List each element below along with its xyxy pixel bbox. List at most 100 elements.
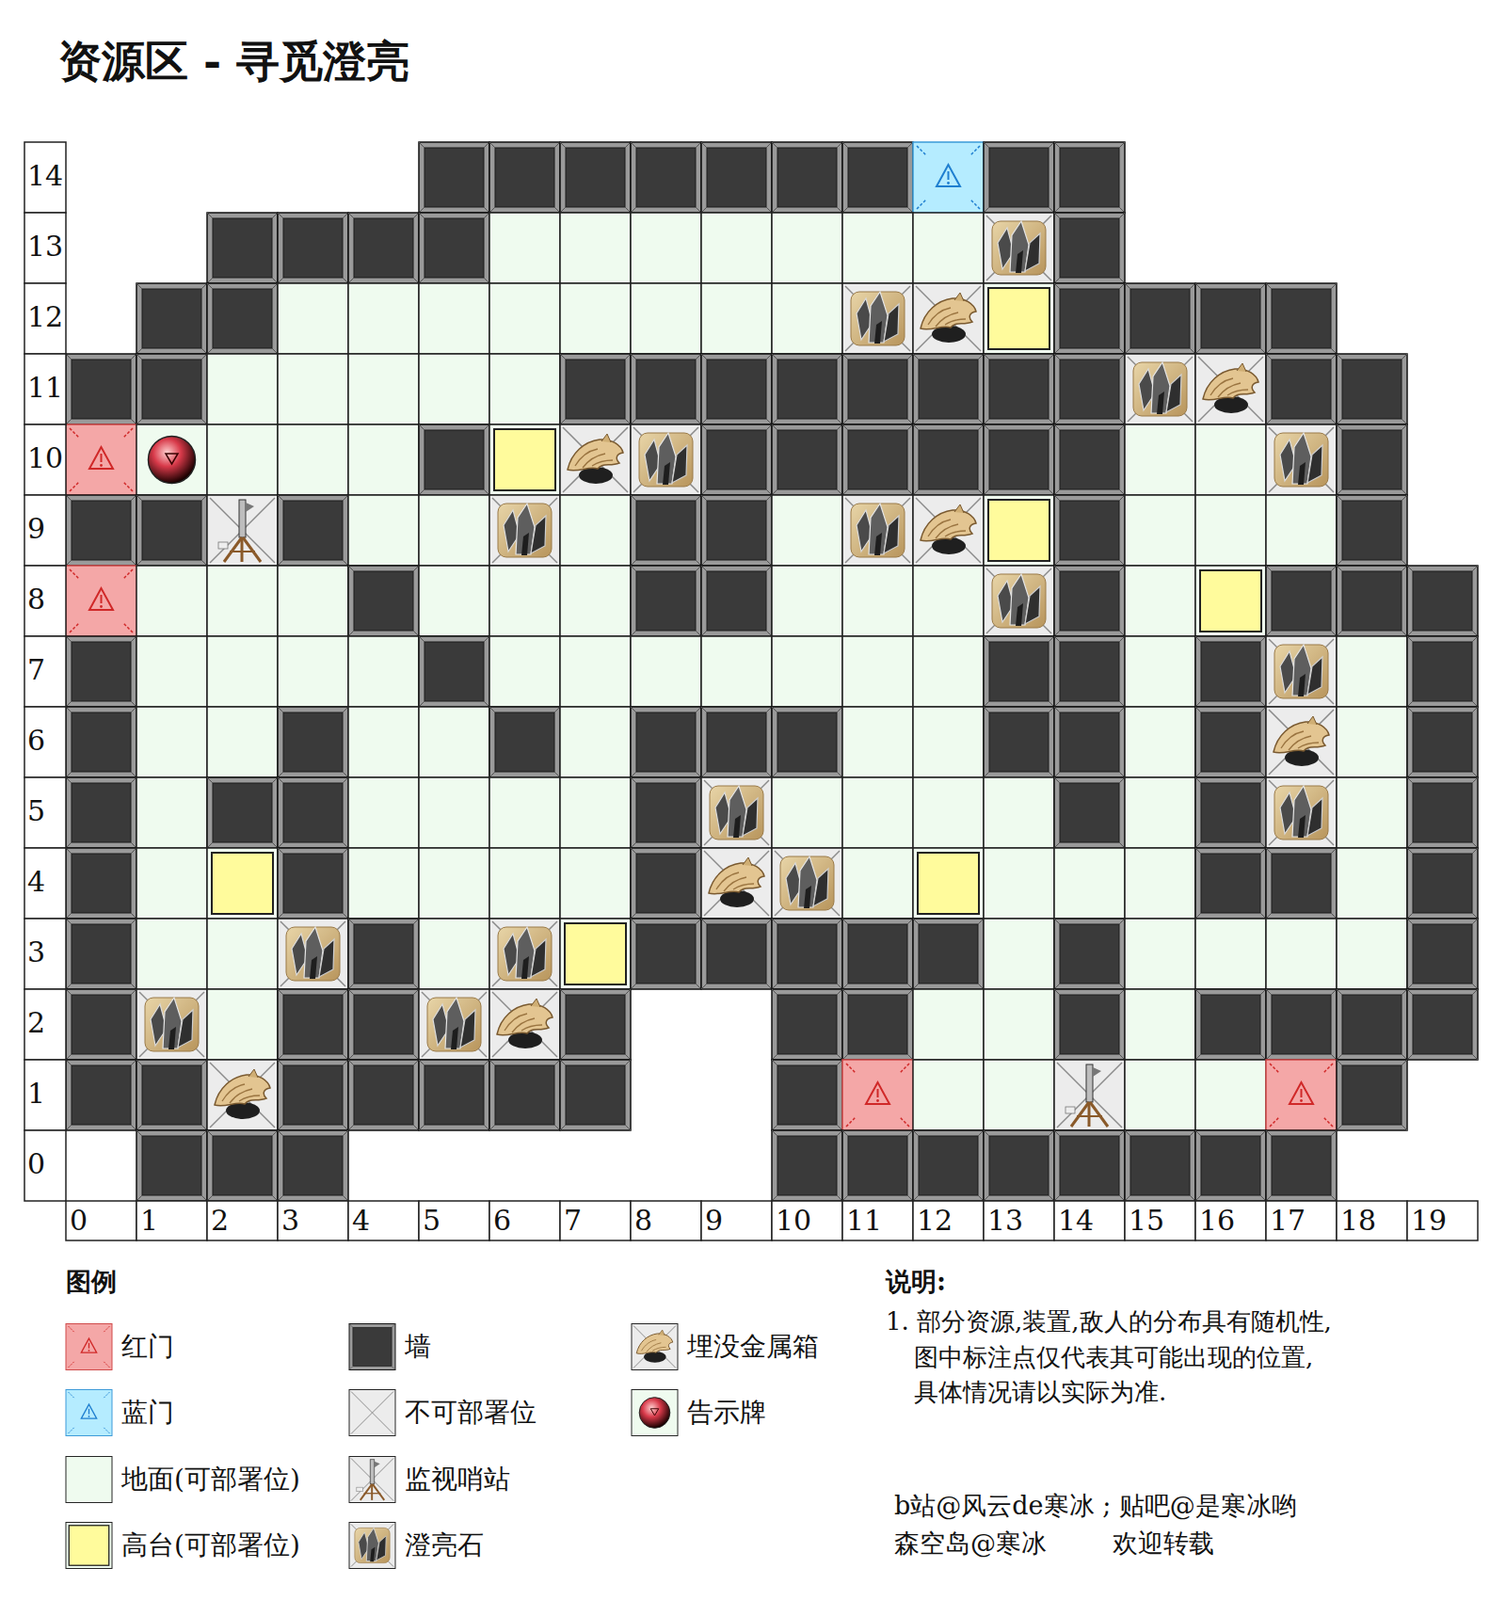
ground-tile (560, 848, 631, 919)
map-cell (65, 495, 137, 566)
no-deploy-mark (1198, 356, 1264, 422)
no-deploy-tile (771, 848, 843, 919)
box-icon (530, 998, 541, 1008)
wall-tile (1407, 777, 1478, 849)
wall-tile (842, 424, 849, 431)
map-cell (207, 848, 278, 919)
ground-tile (489, 565, 561, 637)
ground-tile (771, 495, 843, 566)
map-cell (1265, 848, 1337, 919)
wall-tile (1265, 565, 1272, 572)
wall-tile (277, 495, 349, 566)
wall-tile (983, 142, 990, 148)
crystal-icon (742, 798, 758, 836)
wall-tile (701, 489, 707, 496)
map-cell (560, 1059, 631, 1131)
wall-tile (418, 1059, 490, 1131)
column-number-box (771, 1201, 843, 1241)
map-cell (630, 353, 702, 425)
warning-triangle (88, 1415, 91, 1418)
ground-tile (1336, 848, 1408, 919)
wall-tile (130, 495, 137, 501)
warning-triangle (1289, 1082, 1314, 1105)
wall-tile (348, 212, 419, 284)
map-cell (913, 424, 984, 496)
wall-tile (983, 701, 990, 707)
map-cell (348, 283, 419, 354)
map-cell (913, 1130, 984, 1202)
wall-tile (130, 1059, 137, 1066)
crystal-icon (874, 320, 882, 344)
wall-tile (353, 218, 414, 278)
ground-tile (1124, 777, 1196, 849)
warning-triangle (89, 588, 113, 610)
wall-tile (1119, 560, 1125, 566)
wall-tile (283, 500, 343, 561)
crystal-icon (813, 868, 829, 907)
wall-tile (1412, 924, 1473, 984)
column-number-box (1265, 1201, 1337, 1241)
wall-tile (1407, 636, 1478, 707)
map-cell (1124, 636, 1196, 707)
wall-tile (1336, 989, 1408, 1060)
wall-tile (489, 1124, 496, 1131)
wall-tile (848, 924, 908, 984)
wall-tile (695, 353, 702, 360)
map-cell (1195, 1059, 1266, 1131)
ground-tile (771, 283, 843, 354)
map-cell (630, 565, 702, 637)
wall-tile (342, 989, 349, 995)
wall-tile (1054, 636, 1125, 707)
wall-tile (65, 1059, 137, 1131)
wall-tile (1195, 636, 1266, 707)
wall-tile (1265, 989, 1337, 1060)
map-cell (207, 495, 278, 566)
map-cell (701, 142, 772, 213)
wall-tile (1119, 777, 1125, 784)
door-mark (846, 1117, 856, 1127)
no-deploy-mark (704, 780, 770, 846)
wall-tile (1119, 348, 1125, 354)
wall-tile (424, 641, 484, 702)
map-cell (277, 706, 349, 778)
map-cell (1054, 142, 1125, 213)
ground-tile (701, 212, 772, 284)
wall-tile (1054, 212, 1060, 219)
wall-tile (1265, 1130, 1272, 1137)
crystal-icon (883, 304, 899, 342)
wall-tile (630, 565, 702, 637)
crystal-icon (1274, 644, 1329, 699)
wall-tile (130, 636, 137, 642)
wall-tile (142, 500, 202, 561)
ground-tile (983, 989, 1055, 1060)
ground-tile (1124, 989, 1196, 1060)
map-cell (1195, 636, 1266, 707)
wall-tile (1407, 706, 1478, 778)
wall-tile (695, 560, 702, 566)
wall-tile (771, 1059, 843, 1131)
wall-tile (1330, 418, 1337, 425)
wall-tile (766, 142, 772, 148)
wall-tile (207, 283, 213, 289)
wall-tile (1119, 495, 1125, 501)
ground-tile (1195, 918, 1266, 990)
wall-tile (136, 283, 143, 289)
wall-tile (207, 1195, 213, 1202)
wall-tile (983, 636, 990, 642)
map-cell (418, 142, 490, 213)
crystal-icon (1297, 462, 1306, 485)
crystal-icon (369, 1547, 375, 1563)
map-cell (1265, 495, 1337, 566)
wall-tile (1407, 771, 1413, 778)
map-cell (1336, 353, 1408, 425)
no-deploy-mark (1268, 639, 1334, 705)
wall-tile (842, 489, 849, 496)
wall-tile (701, 353, 707, 360)
box-icon (601, 433, 611, 443)
warning-triangle (936, 164, 961, 187)
column-number-box (1336, 1201, 1408, 1241)
wall-tile (777, 147, 837, 208)
wall-tile (413, 989, 419, 995)
wall-tile (983, 706, 1055, 778)
no-deploy-tile (1054, 1059, 1125, 1131)
